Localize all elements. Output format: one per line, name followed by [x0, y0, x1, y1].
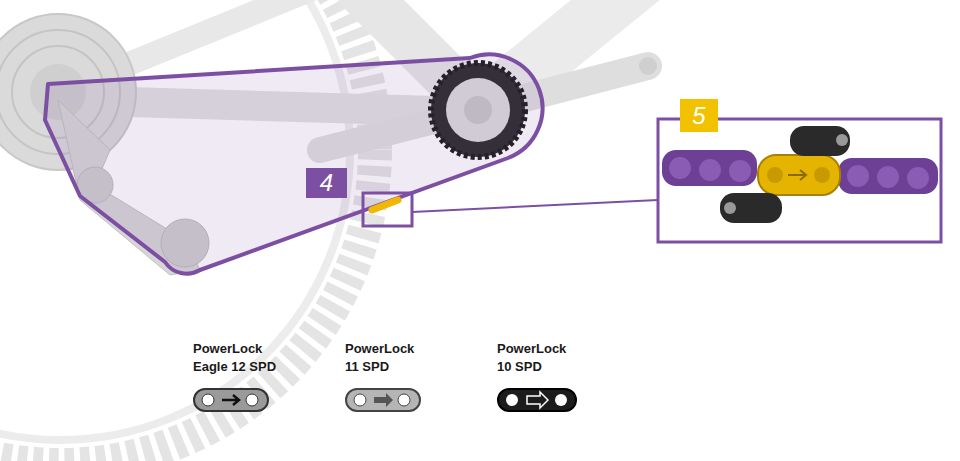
callout-number: 4: [320, 171, 333, 195]
part-name: PowerLock Eagle 12 SPD: [193, 340, 283, 376]
callout-number: 5: [692, 104, 705, 128]
callout-box: 4: [306, 168, 347, 198]
callout-box: 5: [680, 99, 718, 132]
part-name: PowerLock 10 SPD: [497, 340, 577, 376]
part-name: PowerLock 11 SPD: [345, 340, 425, 376]
